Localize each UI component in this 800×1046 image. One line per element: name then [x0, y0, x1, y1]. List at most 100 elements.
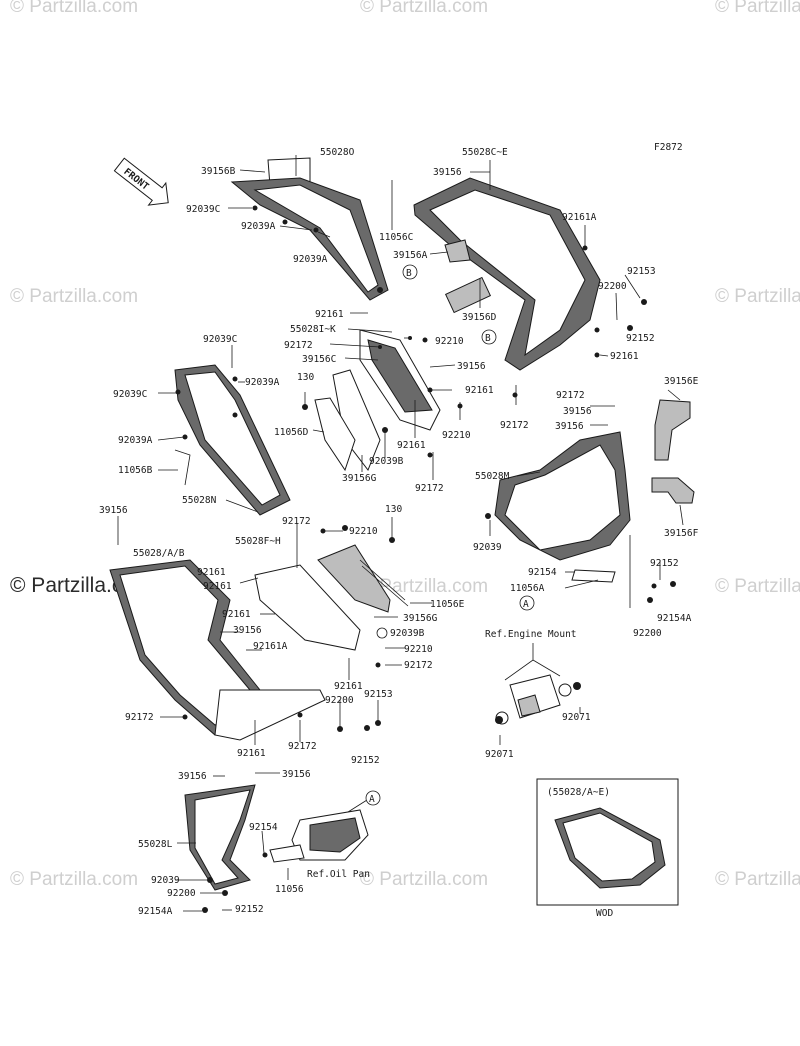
part-label: 92039 — [151, 875, 180, 886]
part-label: 92172 — [288, 741, 317, 752]
part-label: 92039B — [369, 456, 404, 467]
part-labels: 55028O 39156B 92039C 92039A 92039A 11056… — [99, 147, 699, 919]
part-label: 92039 — [473, 542, 502, 553]
watermark: © Partzilla.com — [715, 869, 800, 890]
part-label: 92161 — [203, 581, 232, 592]
callout-a: A — [523, 599, 529, 610]
callout-b: B — [406, 268, 412, 279]
part-label: 92210 — [442, 430, 471, 441]
part-label: 11056C — [379, 232, 413, 243]
part-label: 55028I~K — [290, 324, 336, 335]
callout-b: B — [485, 333, 491, 344]
part-label: 92210 — [404, 644, 433, 655]
part-label: 39156D — [462, 312, 497, 323]
watermark: © Partzilla.com — [10, 0, 138, 17]
part-label: 92200 — [325, 695, 354, 706]
part-label: 92152 — [235, 904, 264, 915]
part-label: 92152 — [626, 333, 655, 344]
part-label: 92039A — [293, 254, 328, 265]
part-label: 92039C — [203, 334, 237, 345]
part-label: 39156 — [282, 769, 311, 780]
part-label: 92210 — [349, 526, 378, 537]
part-label: 11056A — [510, 583, 545, 594]
part-label: 11056E — [430, 599, 465, 610]
part-label: 39156C — [302, 354, 336, 365]
watermark: © Partzilla.com — [360, 0, 488, 17]
part-label: 92172 — [556, 390, 585, 401]
part-label: 92039A — [241, 221, 276, 232]
part-label: 92161 — [465, 385, 494, 396]
wod-label: WOD — [596, 908, 613, 919]
part-label: 92154A — [657, 613, 692, 624]
watermark: © Partzilla.com — [360, 869, 488, 890]
wod-box-label: (55028/A~E) — [547, 787, 610, 798]
part-label: 55028F~H — [235, 536, 281, 547]
part-label: 92153 — [627, 266, 656, 277]
part-label: 39156 — [99, 505, 128, 516]
watermark: © Partzilla.com — [10, 286, 138, 307]
ref-oil-pan-label: Ref.Oil Pan — [307, 869, 370, 880]
part-label: 92172 — [284, 340, 313, 351]
part-label: 92071 — [485, 749, 514, 760]
part-label: 92039A — [245, 377, 280, 388]
part-label: 39156 — [555, 421, 584, 432]
part-label: 92161 — [334, 681, 363, 692]
part-label: 55028N — [182, 495, 217, 506]
part-label: 39156G — [403, 613, 438, 624]
part-label: 92154 — [528, 567, 557, 578]
part-label: 55028O — [320, 147, 355, 158]
part-label: 39156F — [664, 528, 699, 539]
part-label: 92152 — [650, 558, 679, 569]
figure-code: F2872 — [654, 142, 683, 153]
part-label: 92039C — [186, 204, 220, 215]
part-label: 92154 — [249, 822, 278, 833]
part-label: 92152 — [351, 755, 380, 766]
part-label: 11056D — [274, 427, 309, 438]
part-label: 39156 — [457, 361, 486, 372]
part-label: 39156 — [178, 771, 207, 782]
part-label: 92161 — [197, 567, 226, 578]
watermark: © Partzilla.com — [715, 286, 800, 307]
part-label: 39156 — [433, 167, 462, 178]
part-label: 55028L — [138, 839, 173, 850]
part-label: 39156E — [664, 376, 699, 387]
callout-a: A — [369, 794, 375, 805]
part-label: 92161 — [315, 309, 344, 320]
part-label: 92172 — [282, 516, 311, 527]
part-label: 11056B — [118, 465, 153, 476]
part-label: 92161 — [237, 748, 266, 759]
part-label: 92153 — [364, 689, 393, 700]
ref-engine-mount-label: Ref.Engine Mount — [485, 629, 577, 640]
part-label: 92200 — [598, 281, 627, 292]
part-label: 92161A — [253, 641, 288, 652]
part-label: 92161 — [222, 609, 251, 620]
part-label: 130 — [297, 372, 314, 383]
part-label: 92200 — [167, 888, 196, 899]
front-arrow-icon: FRONT — [113, 157, 169, 206]
part-label: 55028M — [475, 471, 510, 482]
part-label: 92071 — [562, 712, 591, 723]
part-label: 92172 — [415, 483, 444, 494]
part-label: 92172 — [125, 712, 154, 723]
watermark: © Partzilla.com — [10, 869, 138, 890]
part-label: 92039C — [113, 389, 147, 400]
part-label: 92172 — [500, 420, 529, 431]
part-label: 39156G — [342, 473, 377, 484]
part-label: 92039B — [390, 628, 425, 639]
part-label: 39156 — [563, 406, 592, 417]
watermark: © Partzilla.com — [715, 576, 800, 597]
part-label: 39156 — [233, 625, 262, 636]
part-label: 92039A — [118, 435, 153, 446]
part-label: 92161A — [562, 212, 597, 223]
part-label: 92154A — [138, 906, 173, 917]
part-label: 92200 — [633, 628, 662, 639]
part-label: 55028C~E — [462, 147, 508, 158]
watermark: © Partzilla.com — [715, 0, 800, 17]
parts-shapes — [109, 155, 695, 913]
part-label: 92210 — [435, 336, 464, 347]
part-label: 39156B — [201, 166, 236, 177]
part-label: 11056 — [275, 884, 304, 895]
part-label: 92161 — [397, 440, 426, 451]
part-label: 92172 — [404, 660, 433, 671]
